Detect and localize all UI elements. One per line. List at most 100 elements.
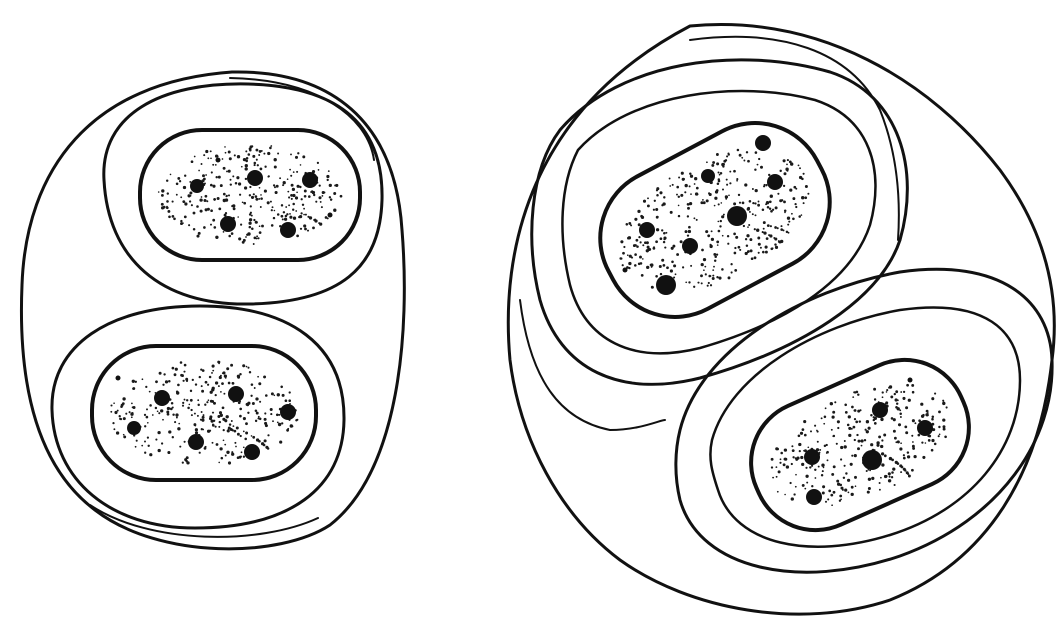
stipple-dot [273, 217, 275, 219]
stipple-dot [931, 418, 934, 421]
stipple-dot [890, 395, 893, 398]
stipple-dot [292, 209, 294, 211]
stipple-dot [232, 382, 234, 384]
stipple-dot [777, 193, 779, 195]
left-upper-cell [104, 84, 382, 304]
stipple-dot [831, 429, 833, 431]
stipple-dot [219, 447, 222, 450]
stipple-dot [265, 394, 268, 397]
stipple-dot [172, 436, 174, 438]
stipple-dot [891, 459, 894, 462]
stipple-dot [196, 235, 199, 238]
stipple-dot [158, 412, 160, 414]
stipple-dot [775, 466, 777, 468]
stipple-dot [163, 373, 165, 375]
stipple-dot [670, 211, 673, 214]
right-upper-cell [532, 60, 908, 384]
stipple-dot [784, 172, 787, 175]
left-lower-cell [52, 306, 344, 528]
stipple-dot [166, 206, 168, 208]
stipple-dot [714, 259, 716, 261]
stipple-dot [215, 164, 217, 166]
stipple-dot [201, 390, 204, 393]
stipple-dot [283, 211, 285, 213]
stipple-dot [864, 439, 866, 441]
stipple-dot [206, 200, 208, 202]
stipple-dot [726, 179, 728, 181]
stipple-dot [249, 226, 252, 229]
stipple-dot [207, 157, 209, 159]
stipple-dot [295, 419, 297, 421]
stipple-dot [149, 391, 151, 393]
stipple-dot [801, 463, 804, 466]
stipple-dot [219, 376, 222, 379]
stipple-dot [192, 379, 194, 381]
stipple-dot [748, 224, 750, 226]
stipple-dot [225, 377, 227, 379]
stipple-dot [222, 406, 225, 409]
stipple-dot [211, 171, 213, 173]
stipple-dot [260, 168, 263, 171]
stipple-dot [634, 218, 637, 221]
stipple-dot [938, 426, 940, 428]
stipple-dot [804, 196, 807, 199]
stipple-dot [264, 439, 267, 442]
stipple-dot [210, 400, 213, 403]
stipple-dot [922, 456, 925, 459]
stipple-dot [292, 194, 295, 197]
stipple-dot [223, 167, 226, 170]
stipple-dot [912, 419, 915, 422]
stipple-dot [800, 456, 803, 459]
stipple-dot [333, 192, 336, 195]
stipple-dot [718, 172, 720, 174]
stipple-dot [755, 189, 758, 192]
stipple-dot [234, 430, 237, 433]
stipple-dot [253, 219, 255, 221]
stipple-dot [743, 160, 745, 162]
stipple-dot [205, 208, 208, 211]
stipple-dot [218, 426, 220, 428]
stipple-dot [292, 203, 295, 206]
stipple-dot [653, 246, 655, 248]
stipple-dot [261, 150, 263, 152]
stipple-dot [207, 430, 210, 433]
stipple-dot [209, 376, 212, 379]
stipple-dot [895, 406, 898, 409]
right-colony [508, 25, 1054, 615]
stipple-dot [763, 231, 766, 234]
stipple-dot [822, 470, 824, 472]
stipple-dot [655, 208, 658, 211]
stipple-dot [854, 439, 856, 441]
stipple-dot [184, 441, 186, 443]
stipple-dot [900, 391, 902, 393]
stipple-dot [799, 450, 801, 452]
stipple-dot [327, 217, 329, 219]
stipple-dot [250, 395, 252, 397]
stipple-dot [230, 179, 232, 181]
stipple-dot [217, 197, 220, 200]
stipple-dot [247, 232, 250, 235]
stipple-dot [750, 249, 753, 252]
stipple-dot [180, 361, 183, 364]
stipple-dot [671, 247, 674, 250]
stipple-dot [212, 219, 215, 222]
stipple-dot [177, 427, 180, 430]
stipple-dot [639, 256, 642, 259]
stipple-dot [243, 417, 246, 420]
stipple-dot [249, 194, 251, 196]
stipple-dot [780, 452, 783, 455]
stipple-dot [216, 176, 218, 178]
stipple-dot [839, 495, 842, 498]
stipple-dot [223, 439, 225, 441]
stipple-dot [231, 420, 233, 422]
stipple-dot [203, 414, 205, 416]
stipple-dot [161, 194, 164, 197]
stipple-dot [866, 470, 868, 472]
stipple-dot [255, 195, 258, 198]
stipple-dot [697, 282, 699, 284]
stipple-dot [215, 154, 218, 157]
stipple-dot [765, 246, 768, 249]
stipple-dot [295, 156, 298, 159]
stipple-dot [655, 240, 658, 243]
stipple-dot [907, 473, 909, 475]
